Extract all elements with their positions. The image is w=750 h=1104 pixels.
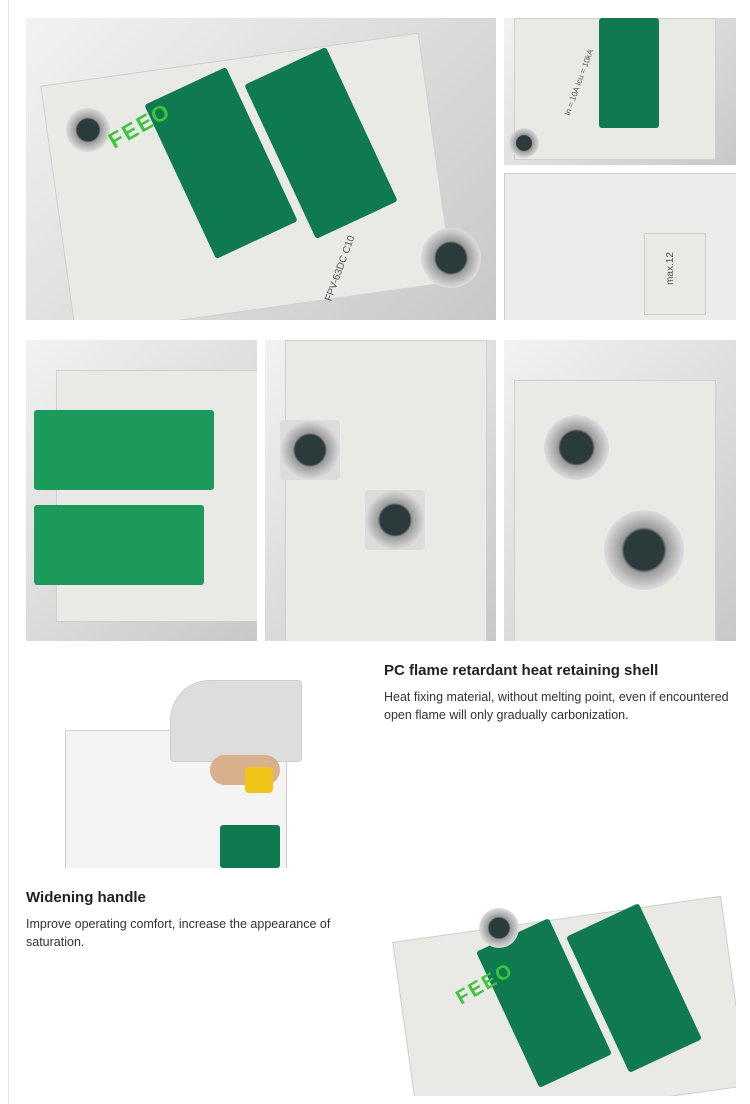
product-photo-handle: FEEO [384, 888, 736, 1096]
product-photo-screw-holes [504, 340, 736, 641]
feature-description-flame-retardant: Heat fixing material, without melting po… [384, 690, 729, 722]
product-photo-main: FEEO FPV-63DC C10 [26, 18, 496, 320]
page-edge-divider [8, 0, 9, 1104]
product-photo-lock-clips [26, 340, 257, 641]
product-photo-terminals [265, 340, 496, 641]
flame-test-photo [40, 675, 302, 868]
feature-title-widening-handle: Widening handle [26, 889, 146, 906]
max-label: max.12 [664, 252, 676, 285]
feature-title-flame-retardant: PC flame retardant heat retaining shell [384, 662, 659, 679]
product-photo-top-detail: In = 10A Icu = 10kA [504, 18, 736, 165]
feature-description-widening-handle: Improve operating comfort, increase the … [26, 917, 331, 949]
product-photo-side-detail: max.12 [504, 173, 736, 320]
